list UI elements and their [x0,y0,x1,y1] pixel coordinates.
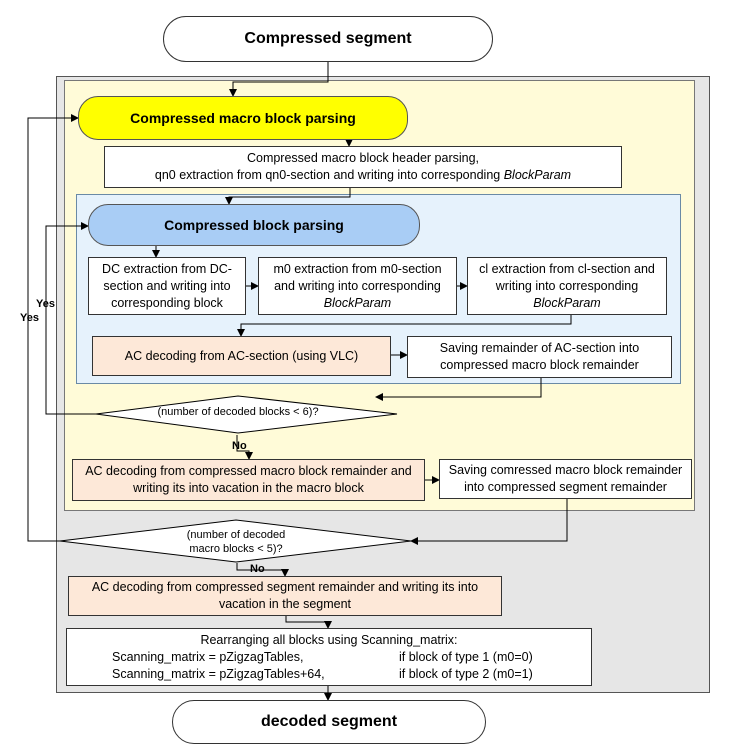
header-parsing-line1: Compressed macro block header parsing, [246,151,480,165]
cl-line-2: writing into corresponding [495,278,639,293]
end-terminal-label: decoded segment [260,713,398,730]
m0-line-1: m0 extraction from m0-section [273,261,442,276]
decision-mb-line-1: (number of decoded [186,529,286,541]
ac-decoding-seg-box: AC decoding from compressed segment rema… [68,576,502,616]
rearranging-row-1-left: Scanning_matrix = pZigzagTables, [112,649,304,664]
header-parsing-line2-text: qn0 extraction from qn0-section and writ… [154,168,504,182]
ac-seg-line-1: AC decoding from compressed segment rema… [91,580,479,594]
ac-mb-line-2: writing its into vacation in the macro b… [133,481,364,495]
edge-decision2-yes [27,114,79,542]
no-inner-label: No [232,440,247,452]
saving-mb-line-2: into compressed segment remainder [464,480,667,494]
saving-mb-line-1: Saving comressed macro block remainder [448,463,683,477]
macro-block-parsing-node: Compressed macro block parsing [78,96,408,140]
yes-inner-label: Yes [36,298,55,310]
yes-outer-label: Yes [20,312,39,324]
header-parsing-box: Compressed macro block header parsing, q… [104,146,622,188]
decision-macroblocks-diamond [59,519,412,563]
ac-mb-line-1: AC decoding from compressed macro block … [85,464,412,478]
ac-decoding-vlc-box: AC decoding from AC-section (using VLC) [92,336,391,376]
dc-line-2: section and writing into [103,278,231,293]
decision-mb-line-2: macro blocks < 5)? [189,543,283,555]
cl-extraction-box: cl extraction from cl-section and writin… [467,257,667,315]
macro-block-parsing-label: Compressed macro block parsing [130,110,356,126]
cl-line-1: cl extraction from cl-section and [479,261,655,276]
edge-decision-yes [45,222,96,415]
ac-decoding-vlc-label: AC decoding from AC-section (using VLC) [124,348,359,363]
rearranging-row-2-left: Scanning_matrix = pZigzagTables+64, [112,666,325,681]
edge-header-to-block [225,188,351,205]
saving-ac-line-2: compressed macro block remainder [440,358,639,372]
edge-cl-to-acvlc [237,315,572,337]
edge-decision2-no [236,563,289,577]
cl-line-3: BlockParam [533,295,601,310]
end-terminal: decoded segment [172,700,486,744]
ac-seg-line-2: vacation in the segment [218,597,352,611]
m0-extraction-box: m0 extraction from m0-section and writin… [258,257,457,315]
edge-acseg-to-rearrange [285,616,332,629]
m0-line-3: BlockParam [323,295,392,310]
block-parsing-node: Compressed block parsing [88,204,420,246]
dc-line-3: corresponding block [111,295,223,310]
rearranging-row-1-right: if block of type 1 (m0=0) [399,649,533,664]
m0-line-2: and writing into corresponding [274,278,441,293]
saving-mb-remainder-box: Saving comressed macro block remainder i… [439,459,692,499]
rearranging-row-2: Scanning_matrix = pZigzagTables+64, if b… [67,666,591,683]
saving-ac-remainder-box: Saving remainder of AC-section into comp… [407,336,672,378]
edge-savingmb-to-decision2 [410,499,568,545]
dc-line-1: DC extraction from DC- [102,261,232,276]
rearranging-title: Rearranging all blocks using Scanning_ma… [200,632,458,647]
dc-extraction-box: DC extraction from DC- section and writi… [88,257,246,315]
rearranging-box: Rearranging all blocks using Scanning_ma… [66,628,592,686]
edge-saving-to-decision [375,378,542,401]
decision-blocks-diamond [95,395,398,434]
decision-mb-label: (number of decoded macro blocks < 5)? [150,528,322,556]
no-outer-label: No [250,563,265,575]
edge-start-to-macro [229,62,329,97]
header-parsing-line2: qn0 extraction from qn0-section and writ… [155,167,571,184]
rearranging-row-2-right: if block of type 2 (m0=1) [399,666,533,681]
ac-decoding-mb-box: AC decoding from compressed macro block … [72,459,425,501]
edge-decision-no [236,435,253,460]
block-parsing-label: Compressed block parsing [164,217,344,233]
start-terminal-label: Compressed segment [244,30,412,47]
header-parsing-line2-em: BlockParam [503,168,572,182]
rearranging-row-1: Scanning_matrix = pZigzagTables, if bloc… [67,649,591,666]
decision-blocks-label: (number of decoded blocks < 6)? [157,406,319,418]
start-terminal: Compressed segment [163,16,493,62]
saving-ac-line-1: Saving remainder of AC-section into [439,341,640,355]
